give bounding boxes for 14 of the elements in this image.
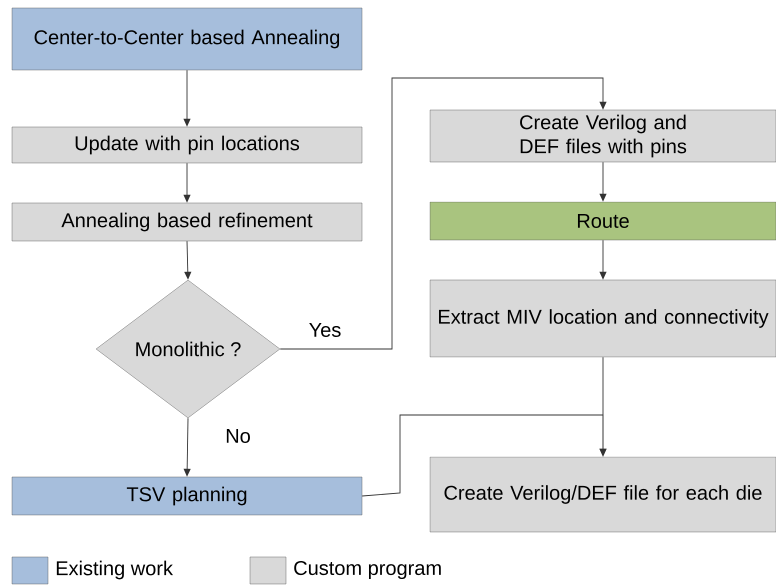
process-box: TSV planning — [12, 476, 362, 516]
process-box: Extract MIV location and connectivity — [430, 280, 776, 358]
arrow — [280, 78, 607, 350]
process-box: Route — [430, 202, 776, 240]
legend-label: Existing work — [56, 560, 173, 580]
process-box: Center-to-Center based Annealing — [12, 8, 362, 70]
process-box: Update with pin locations — [12, 126, 362, 164]
arrow — [362, 414, 607, 496]
process-box: Create Verilog/DEF file for each die — [430, 456, 776, 532]
edge-label: No — [224, 428, 252, 444]
process-box: Annealing based refinement — [12, 202, 362, 242]
edge-label: Yes — [308, 322, 342, 338]
legend-label: Custom program — [294, 560, 441, 580]
process-box: Create Verilog and DEF files with pins — [430, 110, 776, 162]
